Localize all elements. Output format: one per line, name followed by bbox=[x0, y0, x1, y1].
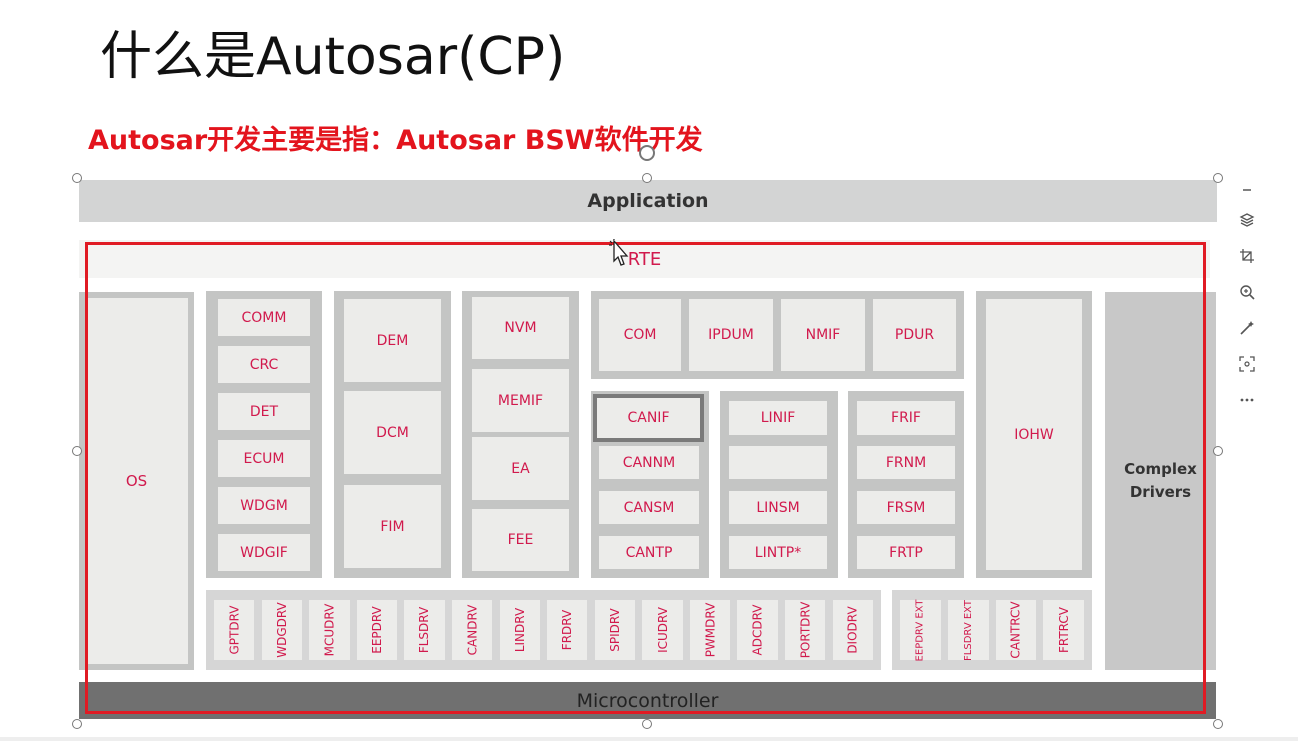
module-nvm: NVM bbox=[472, 297, 569, 359]
module-frnm: FRNM bbox=[857, 446, 955, 479]
module-lindrv: LINDRV bbox=[499, 600, 540, 660]
module-diodrv: DIODRV bbox=[832, 600, 873, 660]
module-canif[interactable]: CANIF bbox=[593, 394, 704, 442]
resize-handle-tl[interactable] bbox=[72, 173, 82, 183]
resize-handle-mr[interactable] bbox=[1213, 446, 1223, 456]
module-cansm: CANSM bbox=[599, 491, 699, 524]
module-iohw: IOHW bbox=[986, 299, 1082, 570]
more-icon[interactable] bbox=[1232, 388, 1262, 412]
os-group: OS bbox=[79, 292, 194, 670]
module-wdgif: WDGIF bbox=[218, 534, 310, 571]
complex-drivers: Complex Drivers bbox=[1105, 292, 1216, 670]
module-flsdrv: FLSDRV bbox=[404, 600, 445, 660]
module-linif: LINIF bbox=[729, 401, 827, 435]
module-lintp: LINTP* bbox=[729, 536, 827, 569]
lin-stack-group: LINIF LINSM LINTP* bbox=[720, 391, 838, 578]
resize-handle-tr[interactable] bbox=[1213, 173, 1223, 183]
module-candrv: CANDRV bbox=[451, 600, 493, 660]
module-cannm: CANNM bbox=[599, 446, 699, 479]
module-memif: MEMIF bbox=[472, 369, 569, 432]
resize-handle-br[interactable] bbox=[1213, 719, 1223, 729]
module-fee: FEE bbox=[472, 509, 569, 571]
system-services-group: COMM CRC DET ECUM WDGM WDGIF bbox=[206, 291, 322, 578]
bsw-highlight-frame bbox=[85, 242, 1206, 714]
module-adcdrv: ADCDRV bbox=[737, 600, 778, 660]
bottom-divider bbox=[0, 737, 1298, 741]
minus-icon[interactable] bbox=[1232, 178, 1262, 202]
module-os: OS bbox=[85, 298, 188, 664]
module-mcudrv: MCUDRV bbox=[309, 600, 350, 660]
module-ea: EA bbox=[472, 437, 569, 500]
module-portdrv: PORTDRV bbox=[785, 600, 826, 660]
module-cantp: CANTP bbox=[599, 536, 699, 569]
resize-handle-tc[interactable] bbox=[642, 173, 652, 183]
module-frdrv: FRDRV bbox=[547, 600, 588, 660]
module-comm: COMM bbox=[218, 299, 310, 336]
resize-handle-bl[interactable] bbox=[72, 719, 82, 729]
focus-icon[interactable] bbox=[1232, 352, 1262, 376]
flexray-stack-group: FRIF FRNM FRSM FRTP bbox=[848, 391, 964, 578]
module-cantrcv: CANTRCV bbox=[995, 600, 1037, 660]
module-linsm: LINSM bbox=[729, 491, 827, 524]
module-flsdrv-ext: FLSDRV EXT bbox=[947, 600, 989, 660]
iohw-group: IOHW bbox=[976, 291, 1092, 578]
slide-title: 什么是Autosar(CP) bbox=[100, 27, 566, 87]
module-det: DET bbox=[218, 393, 310, 430]
module-com: COM bbox=[599, 299, 681, 371]
cursor-icon bbox=[609, 239, 629, 266]
can-stack-group: CANIF CANNM CANSM CANTP bbox=[591, 391, 709, 578]
module-frtrcv: FRTRCV bbox=[1043, 600, 1084, 660]
module-icudrv: ICUDRV bbox=[642, 600, 683, 660]
zoom-icon[interactable] bbox=[1232, 280, 1262, 304]
module-dcm: DCM bbox=[344, 391, 441, 474]
module-wdgdrv: WDGDRV bbox=[261, 600, 302, 660]
resize-handle-bc[interactable] bbox=[642, 719, 652, 729]
module-fim: FIM bbox=[344, 485, 441, 568]
rte-layer: RTE bbox=[79, 240, 1210, 278]
communication-services-group: COM IPDUM NMIF PDUR bbox=[591, 291, 964, 379]
module-nmif: NMIF bbox=[781, 299, 865, 371]
layers-icon[interactable] bbox=[1232, 208, 1262, 232]
module-gptdrv: GPTDRV bbox=[214, 600, 255, 660]
memory-services-group: NVM MEMIF EA FEE bbox=[462, 291, 579, 578]
magic-wand-icon[interactable] bbox=[1232, 316, 1262, 340]
module-frsm: FRSM bbox=[857, 491, 955, 524]
module-frif: FRIF bbox=[857, 401, 955, 435]
resize-handle-ml[interactable] bbox=[72, 446, 82, 456]
complex-drivers-line2: Drivers bbox=[1129, 483, 1192, 501]
module-eepdrv-ext: EEPDRV EXT bbox=[900, 599, 941, 661]
complex-drivers-line1: Complex bbox=[1124, 460, 1197, 478]
module-dem: DEM bbox=[344, 299, 441, 382]
rotate-handle[interactable] bbox=[639, 145, 655, 161]
application-layer: Application bbox=[79, 180, 1217, 222]
module-ipdum: IPDUM bbox=[689, 299, 773, 371]
module-pdur: PDUR bbox=[873, 299, 956, 371]
module-ecum: ECUM bbox=[218, 440, 310, 477]
module-spidrv: SPIDRV bbox=[594, 600, 636, 660]
module-wdgm: WDGM bbox=[218, 487, 310, 524]
slide-subtitle: Autosar开发主要是指：Autosar BSW软件开发 bbox=[88, 125, 703, 156]
module-eepdrv: EEPDRV bbox=[356, 600, 398, 660]
module-frtp: FRTP bbox=[857, 536, 955, 569]
diagnostic-services-group: DEM DCM FIM bbox=[334, 291, 451, 578]
crop-icon[interactable] bbox=[1232, 244, 1262, 268]
module-crc: CRC bbox=[218, 346, 310, 383]
module-pwmdrv: PWMDRV bbox=[689, 600, 731, 660]
module-lin-empty bbox=[729, 446, 827, 479]
